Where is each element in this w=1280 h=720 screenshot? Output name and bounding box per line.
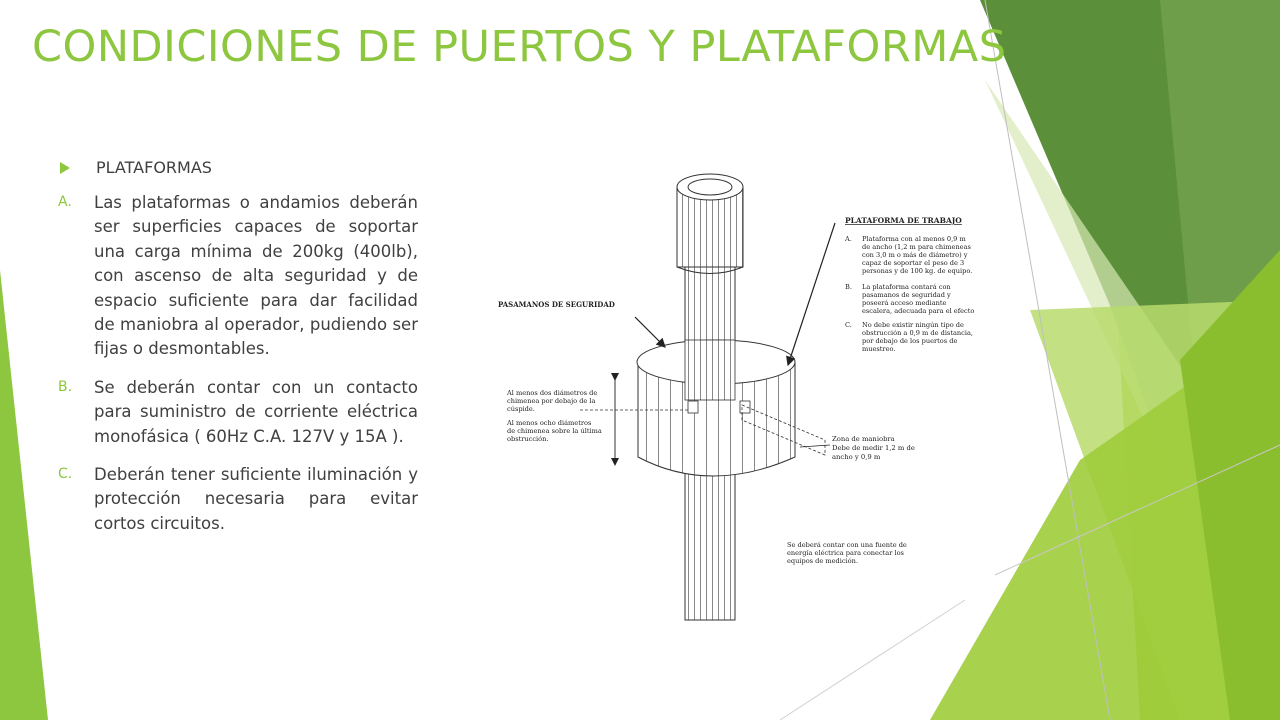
item-text: Las plataformas o andamios deberán ser s… bbox=[94, 193, 418, 359]
item-label: C. bbox=[58, 466, 73, 483]
platform-ring bbox=[636, 339, 826, 477]
energia-line: energía eléctrica para conectar los bbox=[787, 549, 905, 557]
plataforma-item-line: poseerá acceso mediante bbox=[862, 299, 947, 307]
plataforma-item-line: por debajo de los puertos de bbox=[862, 337, 957, 345]
plataforma-item-line: capaz de soportar el peso de 3 bbox=[862, 259, 964, 267]
zona-line: ancho y 0,9 m bbox=[832, 453, 881, 461]
energia-line: equipos de medición. bbox=[787, 557, 858, 565]
energia-line: Se deberá contar con una fuente de bbox=[787, 541, 907, 549]
plataforma-item-line: No debe existir ningún tipo de bbox=[862, 321, 964, 329]
pointer-arrows bbox=[634, 222, 836, 448]
plataforma-item-line: obstrucción a 0,9 m de distancia, bbox=[862, 329, 973, 337]
decor-thin-line-3 bbox=[994, 444, 1280, 576]
plataforma-list: A. Plataforma con al menos 0,9 m de anch… bbox=[844, 235, 974, 353]
section-bullet: PLATAFORMAS bbox=[58, 158, 418, 177]
plataforma-item-label: C. bbox=[845, 321, 852, 329]
plataforma-item-line: pasamanos de seguridad y bbox=[862, 291, 951, 299]
item-text: Deberán tener suficiente iluminación y p… bbox=[94, 465, 418, 533]
plataforma-item-label: A. bbox=[844, 235, 852, 243]
plataforma-item-line: personas y de 100 kg. de equipo. bbox=[862, 267, 972, 275]
decor-thin-line bbox=[984, 0, 1111, 720]
arrow-bullet-icon bbox=[60, 161, 70, 174]
item-label: B. bbox=[58, 378, 73, 395]
zona-line: Debe de medir 1,2 m de bbox=[832, 444, 915, 452]
note2-line: Al menos ocho diámetros bbox=[506, 419, 592, 427]
plataforma-item-line: con 3,0 m o más de diámetro) y bbox=[862, 251, 968, 259]
note1-line: Al menos dos diámetros de bbox=[506, 389, 597, 397]
platform-diagram: PLATAFORMA DE TRABAJO A. Plataforma con … bbox=[498, 173, 974, 621]
zona-maniobra-note: Zona de maniobra Debe de medir 1,2 m de … bbox=[832, 435, 915, 461]
section-heading: PLATAFORMAS bbox=[96, 158, 212, 177]
plataforma-item-line: La plataforma contará con bbox=[862, 283, 951, 291]
energia-note: Se deberá contar con una fuente de energ… bbox=[787, 541, 907, 565]
plataforma-item-line: muestreo. bbox=[862, 345, 895, 353]
dimension-lines bbox=[580, 373, 690, 466]
plataforma-item-line: Plataforma con al menos 0,9 m bbox=[862, 235, 966, 243]
list-item-b: B. Se deberán contar con un contacto par… bbox=[58, 376, 418, 449]
plataforma-item-label: B. bbox=[845, 283, 852, 291]
plataforma-title: PLATAFORMA DE TRABAJO bbox=[845, 216, 962, 225]
decor-thin-line-2 bbox=[779, 599, 966, 720]
note2-line: de chimenea sobre la última bbox=[507, 427, 602, 435]
list-item-c: C. Deberán tener suficiente iluminación … bbox=[58, 463, 418, 536]
note1-line: chimenea por debajo de la bbox=[507, 397, 596, 405]
right-edge-green bbox=[1180, 250, 1280, 720]
plataforma-item-line: de ancho (1,2 m para chimeneas bbox=[862, 243, 972, 251]
note1-line: cúspide. bbox=[507, 405, 535, 413]
list-item-a: A. Las plataformas o andamios deberán se… bbox=[58, 191, 418, 362]
pasamanos-label: PASAMANOS DE SEGURIDAD bbox=[498, 300, 615, 309]
plataforma-item-line: escalera, adecuada para el efecto bbox=[862, 307, 974, 315]
zona-line: Zona de maniobra bbox=[832, 435, 895, 443]
slide-title: CONDICIONES DE PUERTOS Y PLATAFORMAS bbox=[32, 22, 1007, 72]
item-label: A. bbox=[58, 194, 72, 210]
item-text: Se deberán contar con un contacto para s… bbox=[94, 377, 418, 446]
note2-line: obstrucción. bbox=[507, 435, 548, 443]
dimension-notes: Al menos dos diámetros de chimenea por d… bbox=[506, 389, 602, 443]
left-green-triangle bbox=[0, 270, 48, 720]
slide-content: PLATAFORMAS A. Las plataformas o andamio… bbox=[58, 158, 418, 550]
